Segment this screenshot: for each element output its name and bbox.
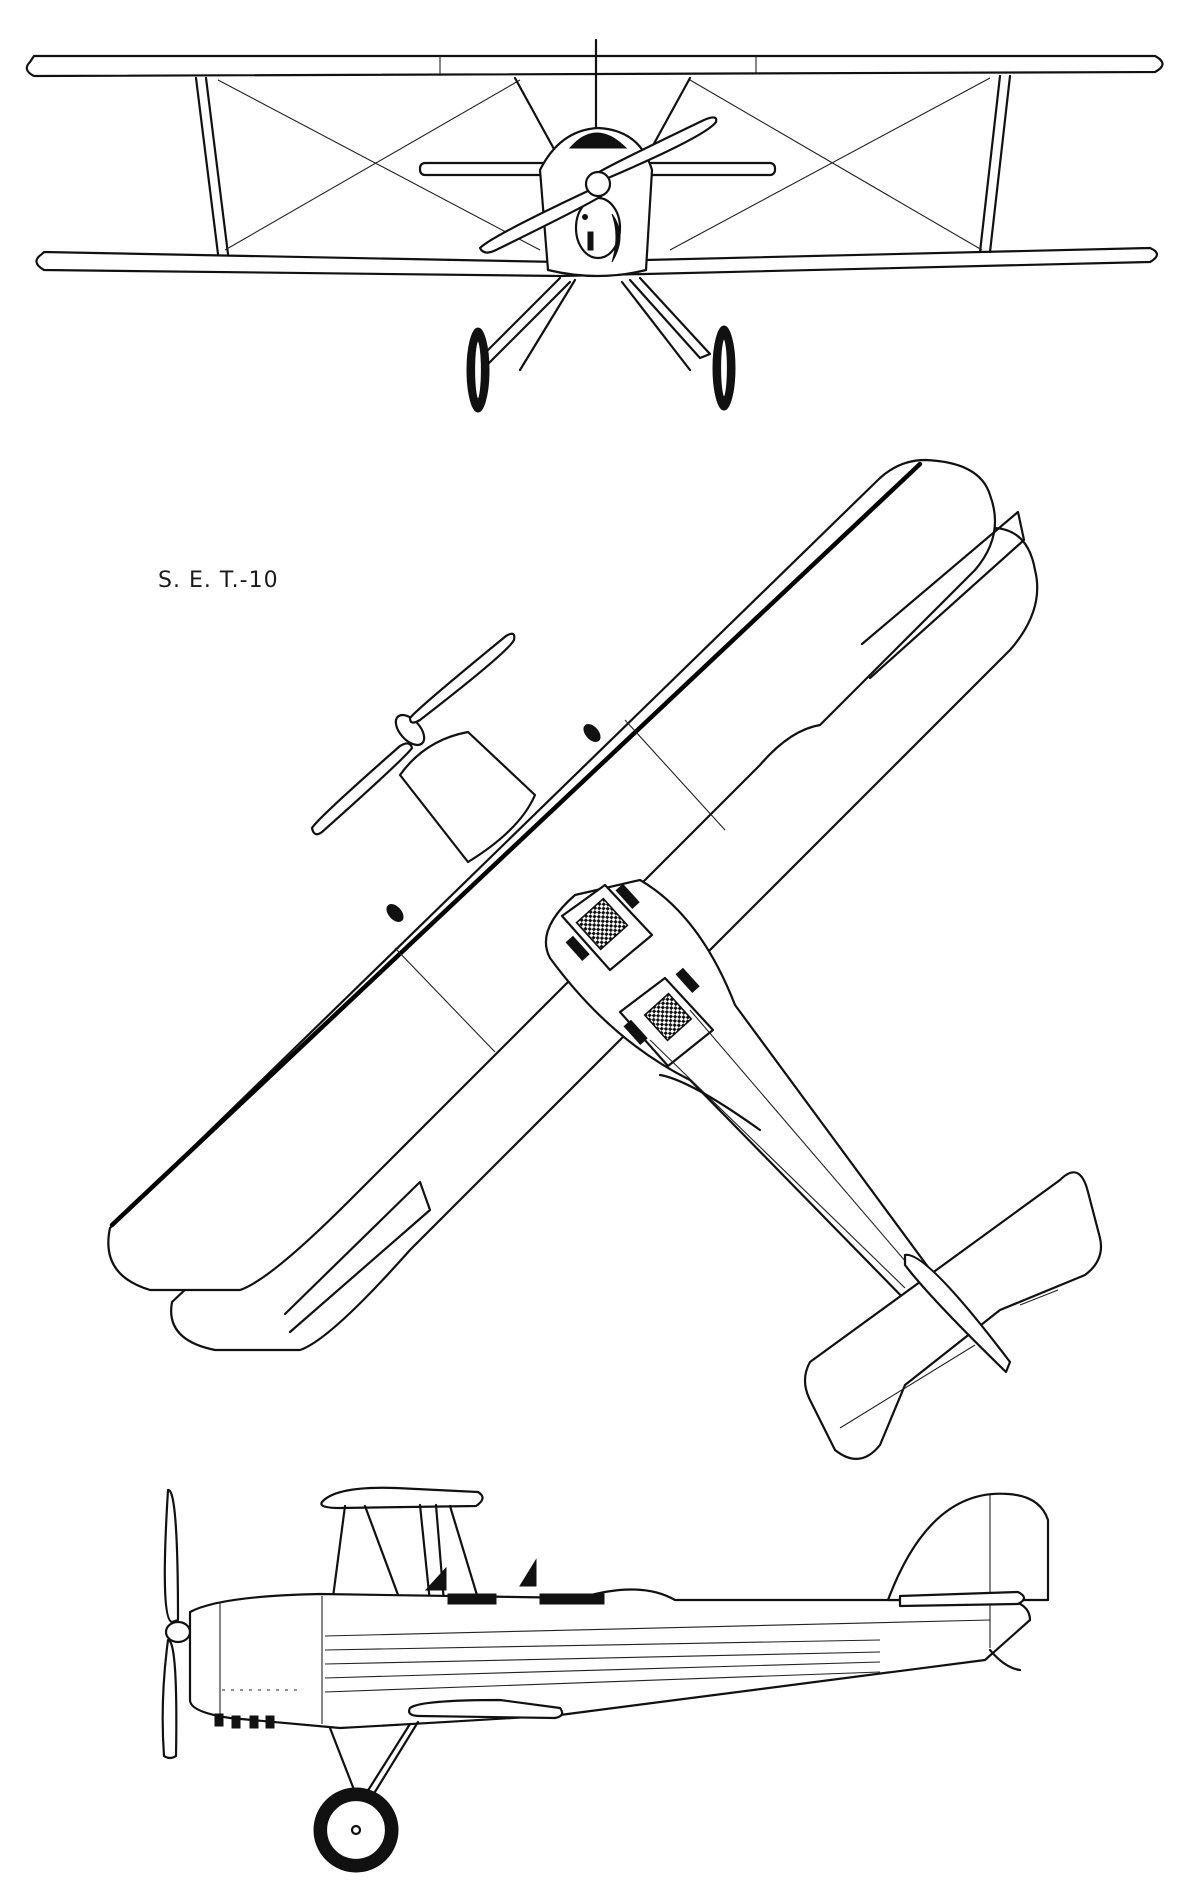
side-tailplane xyxy=(898,1590,1026,1608)
plan-aileron-upper-left xyxy=(283,1180,432,1334)
front-spinner xyxy=(584,170,612,198)
side-fin xyxy=(886,1492,1050,1602)
plan-propeller xyxy=(310,742,414,836)
side-lower-wing xyxy=(408,1698,564,1720)
plan-engine-cowl xyxy=(398,730,537,864)
plan-fuselage xyxy=(544,878,947,1312)
aircraft-designation-label: S. E. T.-10 xyxy=(158,568,279,593)
front-landing-gear xyxy=(476,276,712,372)
side-upper-wing xyxy=(320,1486,484,1510)
front-interplane-strut-right xyxy=(988,74,1012,254)
plan-fin xyxy=(903,1253,1012,1374)
front-interplane-strut-left xyxy=(194,76,220,256)
side-fuselage xyxy=(188,1588,1032,1730)
side-view xyxy=(161,1486,1050,1873)
front-view xyxy=(25,38,1164,413)
plan-aileron-upper-right xyxy=(860,510,1026,680)
side-landing-gear xyxy=(328,1720,420,1802)
front-upper-wing xyxy=(25,54,1164,78)
side-propeller xyxy=(163,1488,180,1624)
side-spinner xyxy=(164,1620,192,1644)
plan-view xyxy=(107,458,1103,1460)
